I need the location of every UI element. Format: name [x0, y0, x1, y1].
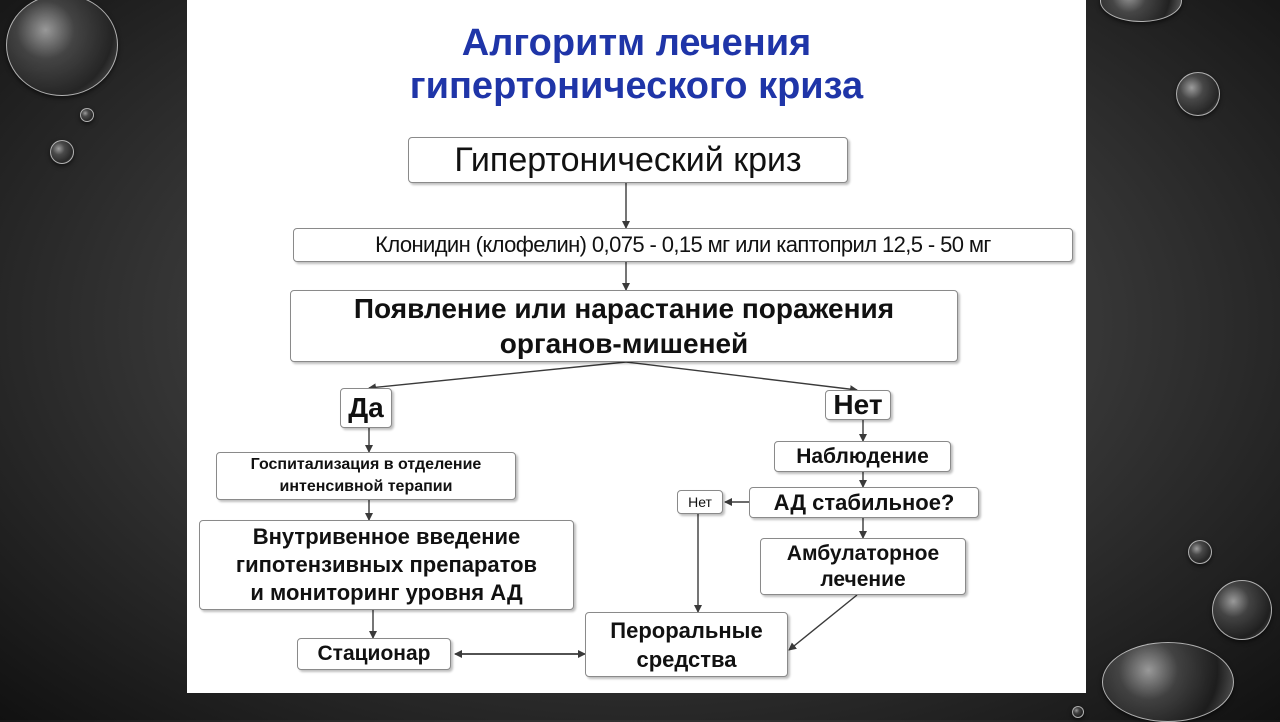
water-drop-decoration [6, 0, 118, 96]
outpatient-treatment-line-2: лечение [820, 567, 906, 591]
no-small-box: Нет [677, 490, 723, 514]
hypertensive-crisis-box: Гипертонический криз [408, 137, 848, 183]
target-organ-damage-box: Появление или нарастание поражения орган… [290, 290, 958, 362]
yes-label: Да [348, 392, 384, 423]
iv-administration-line-1: Внутривенное введение [252, 524, 521, 549]
bp-stable-box: АД стабильное? [749, 487, 979, 518]
slide-title: Алгоритм лечения гипертонического криза [187, 22, 1086, 108]
arrow-damage-to-no [625, 361, 858, 394]
oral-agents-line-2: средства [636, 646, 737, 672]
iv-administration-box: Внутривенное введение гипотензивных преп… [199, 520, 574, 610]
water-drop-decoration [1176, 72, 1220, 116]
title-line-2: гипертонического криза [409, 65, 864, 107]
observation-label: Наблюдение [796, 444, 929, 468]
flowchart-arrows [365, 183, 867, 658]
water-drop-decoration [1072, 706, 1084, 718]
no-box: Нет [825, 389, 891, 420]
water-drop-decoration [1102, 642, 1234, 722]
arrow-outpatient-to-oral [788, 594, 858, 651]
title-line-1: Алгоритм лечения [461, 22, 812, 64]
hospitalization-box: Госпитализация в отделение интенсивной т… [216, 452, 516, 500]
stationary-box: Стационар [297, 638, 451, 670]
hospitalization-line-1: Госпитализация в отделение [250, 456, 482, 473]
target-organ-damage-line-2: органов-мишеней [499, 328, 749, 359]
water-drop-decoration [80, 108, 94, 122]
iv-administration-line-3: и мониторинг уровня АД [250, 580, 523, 605]
outpatient-treatment-box: Амбулаторное лечение [760, 538, 966, 595]
iv-administration-line-2: гипотензивных препаратов [235, 552, 538, 577]
oral-agents-line-1: Пероральные [610, 617, 763, 643]
clonidine-captopril-box: Клонидин (клофелин) 0,075 - 0,15 мг или … [293, 228, 1073, 262]
bp-stable-label: АД стабильное? [773, 489, 955, 515]
arrow-damage-to-yes [368, 361, 627, 392]
no-small-label: Нет [688, 494, 712, 510]
water-drop-decoration [1188, 540, 1212, 564]
slide-content: Алгоритм лечения гипертонического криза [187, 0, 1086, 693]
stationary-label: Стационар [317, 642, 431, 665]
water-drop-decoration [1212, 580, 1272, 640]
yes-box: Да [340, 388, 392, 428]
water-drop-decoration [1100, 0, 1182, 22]
target-organ-damage-line-1: Появление или нарастание поражения [353, 293, 895, 324]
water-drop-decoration [50, 140, 74, 164]
outpatient-treatment-line-1: Амбулаторное [786, 541, 940, 565]
no-label: Нет [833, 389, 883, 420]
hypertensive-crisis-label: Гипертонический криз [454, 140, 802, 179]
clonidine-captopril-label: Клонидин (клофелин) 0,075 - 0,15 мг или … [375, 232, 991, 257]
hospitalization-line-2: интенсивной терапии [279, 478, 453, 495]
oral-agents-box: Пероральные средства [585, 612, 788, 677]
observation-box: Наблюдение [774, 441, 951, 472]
